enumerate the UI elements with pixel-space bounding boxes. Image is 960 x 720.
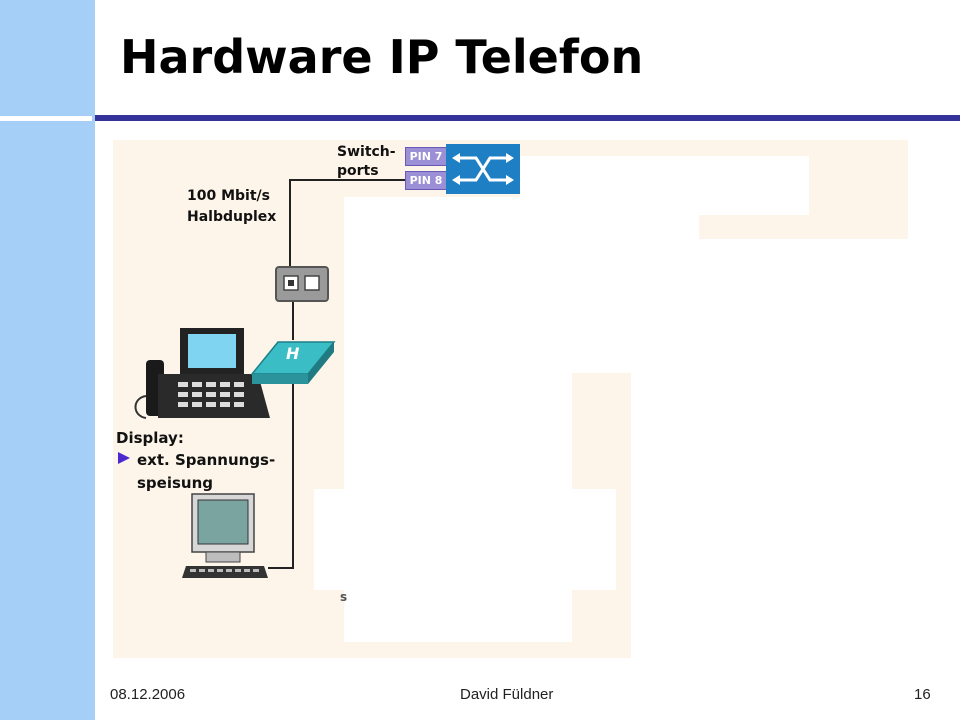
display-heading: Display: (116, 429, 184, 447)
hub-icon (250, 341, 336, 384)
power-note-line2: speisung (137, 474, 214, 492)
ip-phone-icon (134, 328, 270, 419)
footer-author: David Füldner (460, 686, 554, 703)
pin8-label: PIN 8 (409, 174, 443, 187)
pin8-box: PIN 8 (405, 171, 447, 190)
stray-char: s (340, 590, 348, 604)
title-rule (95, 115, 960, 121)
bullet-arrow-icon (118, 452, 130, 464)
power-note-line1: ext. Spannungs- (137, 451, 276, 469)
pin7-label: PIN 7 (409, 150, 443, 163)
footer-date: 08.12.2006 (110, 686, 186, 703)
link-mode-label: Halbduplex (187, 209, 277, 225)
switch-ports-label-2: ports (337, 163, 379, 179)
slide-title: Hardware IP Telefon (120, 30, 644, 84)
sidebar-gap (0, 116, 92, 121)
pin7-box: PIN 7 (405, 147, 447, 166)
blank-area-bottom (314, 489, 616, 590)
switch-ports-label-1: Switch- (337, 144, 396, 160)
switch-icon (446, 144, 520, 194)
blank-area-right (631, 239, 960, 659)
link-speed-label: 100 Mbit/s (187, 188, 270, 204)
footer-page-number: 16 (914, 686, 931, 703)
computer-icon (182, 493, 268, 578)
wall-socket-icon (275, 266, 329, 302)
hub-letter: H (286, 344, 300, 363)
